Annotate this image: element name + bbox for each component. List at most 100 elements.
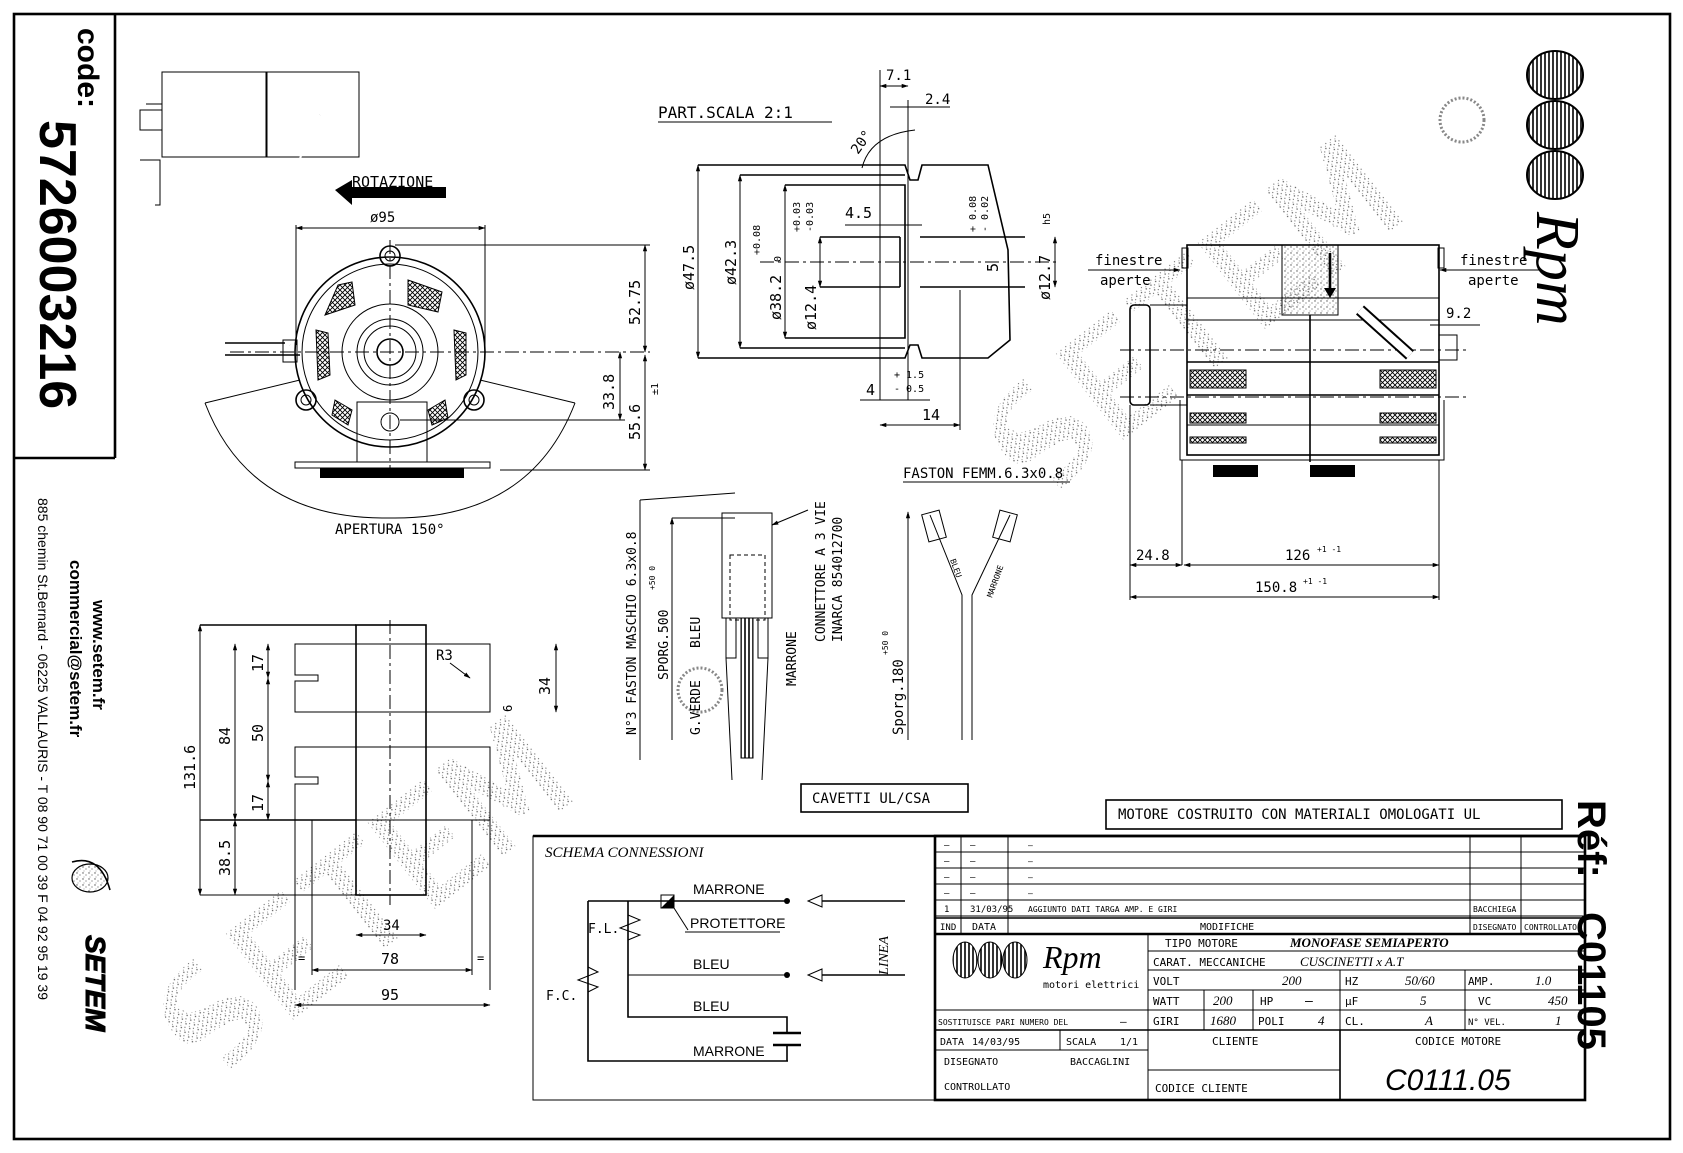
revision-ind: 1 bbox=[944, 905, 949, 915]
amp-value: 1.0 bbox=[1535, 973, 1552, 988]
cables-note-box bbox=[800, 783, 969, 813]
uf-value: 5 bbox=[1420, 993, 1427, 1008]
sporg-500-tolerance: +50 0 bbox=[648, 566, 657, 590]
windows-right-label-1: finestre bbox=[1460, 253, 1527, 269]
ul-note: MOTORE COSTRUITO CON MATERIALI OMOLOGATI… bbox=[1118, 807, 1480, 823]
uf-label: µF bbox=[1345, 995, 1358, 1008]
revision-mod: – bbox=[1028, 873, 1033, 882]
data-value: 14/03/95 bbox=[972, 1037, 1020, 1048]
ul-note-box bbox=[1105, 799, 1563, 830]
dim-2-4: 2.4 bbox=[925, 92, 950, 108]
vc-value: 450 bbox=[1548, 993, 1568, 1008]
dim-7-1: 7.1 bbox=[886, 68, 911, 84]
revision-mod: – bbox=[1028, 889, 1033, 898]
dim-12-4-tol-lower: -0.03 bbox=[805, 202, 816, 232]
faston-wire-marrone: MARRONE bbox=[985, 564, 1005, 599]
faston-wire-bleu: BLEU bbox=[948, 558, 963, 579]
faston-male-label: N°3 FASTON MASCHIO 6.3x0.8 bbox=[625, 532, 640, 736]
watermark-upper-icon bbox=[993, 134, 1404, 490]
wire-bleu-label: BLEU bbox=[689, 617, 704, 648]
revision-ind: – bbox=[944, 873, 950, 883]
vel-value: 1 bbox=[1555, 1013, 1562, 1028]
dim-52-75: 52.75 bbox=[626, 280, 644, 325]
dim-12-4: ø12.4 bbox=[802, 285, 820, 330]
vel-label: N° VEL. bbox=[1468, 1018, 1506, 1028]
poli-value: 4 bbox=[1318, 1013, 1325, 1028]
cl-label: CL. bbox=[1345, 1015, 1365, 1028]
bracket-view: 131.6 84 38.5 17 50 17 R3 34 6 34 78 = =… bbox=[181, 620, 559, 1008]
right-panel: Rpm Réf: C01105 bbox=[1523, 50, 1613, 1050]
vc-label: VC bbox=[1478, 995, 1491, 1008]
watt-label: WATT bbox=[1153, 995, 1180, 1008]
title-logo-sub: motori elettrici bbox=[1043, 980, 1139, 991]
revision-mod: – bbox=[1028, 841, 1033, 850]
disegnato-value: BACCAGLINI bbox=[1070, 1057, 1130, 1068]
sporg-500-label: SPORG.500 bbox=[657, 610, 672, 680]
dim-150-8-tolerance: +1 -1 bbox=[1303, 577, 1327, 586]
dim-14: 14 bbox=[922, 406, 940, 424]
radius-label: R3 bbox=[436, 648, 453, 664]
tipo-motore-label: TIPO MOTORE bbox=[1165, 937, 1238, 950]
hz-value: 50/60 bbox=[1405, 973, 1435, 988]
dim-126-tolerance: +1 -1 bbox=[1317, 545, 1341, 554]
watermark-lower-icon bbox=[163, 714, 574, 1070]
revision-data: – bbox=[970, 857, 976, 867]
windows-left-label-2: aperte bbox=[1100, 273, 1151, 289]
email-link[interactable]: commercial@setem.fr bbox=[66, 560, 85, 738]
dim-38-2-tol-upper: +0.08 bbox=[752, 225, 763, 255]
revision-data: – bbox=[970, 873, 976, 883]
rotation-label: ROTAZIONE bbox=[352, 173, 433, 191]
hz-label: HZ bbox=[1345, 975, 1359, 988]
poli-label: POLI bbox=[1258, 1015, 1285, 1028]
front-view: ROTAZIONE ø95 APERTURA 150° bbox=[139, 71, 661, 538]
dim-38-5: 38.5 bbox=[216, 840, 234, 876]
rotation-arrow-icon bbox=[335, 180, 446, 205]
dim-4-5: 4.5 bbox=[845, 204, 872, 222]
dim-34-bottom: 34 bbox=[383, 918, 400, 934]
revision-data: 31/03/95 bbox=[970, 905, 1013, 915]
hp-value: — bbox=[1305, 994, 1313, 1009]
dim-4: 4 bbox=[866, 381, 875, 399]
dim-diameter-95: ø95 bbox=[370, 210, 395, 226]
dim-38-2-tol-lower: 0 bbox=[773, 256, 784, 262]
equal-mark-left: = bbox=[298, 951, 305, 965]
revision-data: – bbox=[970, 841, 976, 851]
wire-gverde-label: G.VERDE bbox=[689, 680, 704, 735]
dim-55-6-tolerance: ±1 bbox=[650, 383, 661, 395]
revision-data: – bbox=[970, 889, 976, 899]
website-link[interactable]: www.setem.fr bbox=[89, 599, 108, 710]
dim-131-6: 131.6 bbox=[181, 745, 199, 790]
revision-mod: – bbox=[1028, 857, 1033, 866]
schema-title: SCHEMA CONNESSIONI bbox=[545, 845, 704, 861]
dim-33-8: 33.8 bbox=[600, 374, 618, 410]
windows-right-label-2: aperte bbox=[1468, 273, 1519, 289]
codice-motore-label: CODICE MOTORE bbox=[1415, 1035, 1501, 1048]
dim-126: 126 bbox=[1285, 548, 1310, 564]
giri-value: 1680 bbox=[1210, 1013, 1237, 1028]
angle-20: 20° bbox=[848, 127, 876, 157]
volt-label: VOLT bbox=[1153, 975, 1180, 988]
rpm-title-logo-icon bbox=[952, 941, 1028, 979]
dim-78: 78 bbox=[381, 950, 399, 968]
volt-value: 200 bbox=[1282, 973, 1302, 988]
sporg-180-tolerance: +50 0 bbox=[881, 631, 890, 655]
registered-mark-icon bbox=[676, 666, 724, 714]
giri-label: GIRI bbox=[1153, 1015, 1180, 1028]
scala-label: SCALA bbox=[1066, 1037, 1096, 1048]
sostituisce-label: SOSTITUISCE PARI NUMERO DEL bbox=[938, 1018, 1068, 1027]
dim-84: 84 bbox=[216, 727, 234, 745]
revision-ind: – bbox=[944, 889, 950, 899]
cl-value: A bbox=[1424, 1013, 1433, 1028]
schema-bleu-2: BLEU bbox=[693, 998, 730, 1014]
schema-fl: F.L. bbox=[588, 922, 619, 937]
sheet-border bbox=[12, 12, 1672, 1141]
wire-marrone-label: MARRONE bbox=[785, 631, 800, 686]
revision-mod: AGGIUNTO DATI TARGA AMP. E GIRI bbox=[1028, 905, 1177, 914]
cables-note: CAVETTI UL/CSA bbox=[812, 791, 931, 807]
data-label: DATA bbox=[940, 1037, 964, 1048]
opening-angle-label: APERTURA 150° bbox=[335, 522, 445, 538]
dim-95-bottom: 95 bbox=[381, 986, 399, 1004]
rev-header-data: DATA bbox=[972, 922, 996, 933]
